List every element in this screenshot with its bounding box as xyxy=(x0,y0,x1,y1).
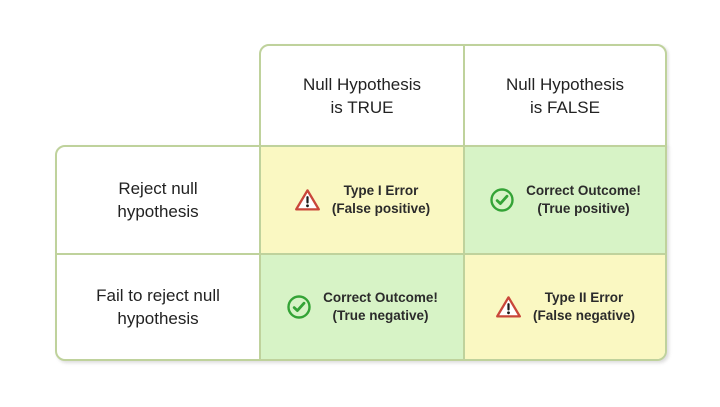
col-header-text: Null Hypothesis is FALSE xyxy=(505,74,625,117)
cell-true-positive: Correct Outcome! (True positive) xyxy=(463,147,665,253)
cell-type-1-error: Type I Error (False positive) xyxy=(259,147,463,253)
cell-type-2-error: Type II Error (False negative) xyxy=(463,253,665,359)
matrix-body: Reject null hypothesis Type I Error (Fal… xyxy=(55,145,667,361)
col-header-text: Null Hypothesis is TRUE xyxy=(302,74,422,117)
row-header-reject: Reject null hypothesis xyxy=(57,147,259,253)
cell-text: Type II Error (False negative) xyxy=(532,290,636,323)
check-icon xyxy=(489,187,515,213)
warning-icon xyxy=(495,295,522,319)
col-header-null-false: Null Hypothesis is FALSE xyxy=(463,46,665,145)
cell-text: Correct Outcome! (True negative) xyxy=(323,290,438,323)
check-icon xyxy=(286,294,312,320)
cell-true-negative: Correct Outcome! (True negative) xyxy=(259,253,463,359)
row-header-text: Fail to reject null hypothesis xyxy=(96,286,220,328)
column-header-row: Null Hypothesis is TRUE Null Hypothesis … xyxy=(259,44,667,147)
row-header-fail-to-reject: Fail to reject null hypothesis xyxy=(57,253,259,359)
cell-text: Correct Outcome! (True positive) xyxy=(526,183,641,216)
warning-icon xyxy=(294,188,321,212)
cell-text: Type I Error (False positive) xyxy=(331,183,431,216)
col-header-null-true: Null Hypothesis is TRUE xyxy=(261,46,463,145)
row-header-text: Reject null hypothesis xyxy=(117,179,199,221)
